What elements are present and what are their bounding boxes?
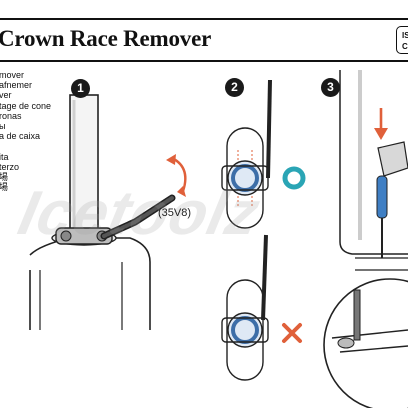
screwdriver-handle-icon	[376, 175, 388, 219]
language-item: 場	[0, 171, 9, 182]
step-1-illustration	[29, 94, 187, 330]
language-item: ronas	[0, 110, 22, 121]
language-item: 場	[0, 182, 9, 193]
arrowhead-icon	[166, 154, 176, 165]
jaw-bolt-icon	[60, 230, 72, 242]
bearing-cup-lines	[355, 257, 408, 271]
language-item: terzo	[0, 161, 20, 172]
language-item: afnemer	[0, 80, 33, 91]
arrowhead-icon	[177, 186, 186, 197]
step-3-illustration	[323, 70, 408, 408]
arrowhead-icon	[374, 128, 388, 140]
step-number-3: 3	[321, 78, 340, 97]
hammer-head-icon	[377, 141, 408, 177]
fork-leg-lines	[39, 262, 123, 330]
language-item: a de caixa	[0, 131, 41, 142]
language-item: mover	[0, 70, 25, 80]
detail-race-lines	[331, 329, 408, 353]
fork-crown-outline	[29, 237, 151, 330]
tool-code-label: (35V8)	[158, 207, 192, 219]
crown-race-ring-icon	[282, 166, 306, 190]
product-code-line-1: IS	[402, 31, 408, 40]
product-code-box: IS C	[396, 26, 408, 54]
remover-handle	[261, 234, 268, 321]
detail-screwdriver-tip	[353, 289, 361, 341]
remover-jaws	[221, 317, 269, 343]
title-bar: Crown Race Remover IS C	[0, 18, 408, 62]
alignment-guides	[237, 150, 253, 206]
language-list: mover afnemer ver tage de cone ronas ы a…	[0, 70, 71, 192]
language-item: ita	[0, 151, 9, 162]
language-item: tage de cone	[0, 100, 52, 111]
language-item: ы	[0, 120, 6, 131]
page-title: Crown Race Remover	[0, 26, 212, 51]
product-code-line-2: C	[402, 42, 408, 51]
handle-grip	[102, 196, 174, 238]
language-item: ver	[0, 90, 12, 101]
step-2-top-view	[221, 79, 306, 229]
detail-magnifier	[323, 278, 408, 408]
remover-handle	[266, 79, 272, 179]
step-number-2: 2	[225, 78, 244, 97]
wrong-mark-icon	[282, 323, 302, 343]
detail-race-edge	[337, 337, 355, 349]
head-tube-outline	[339, 70, 408, 255]
step-number-1: 1	[71, 79, 90, 98]
step-2-wrong-view	[221, 234, 302, 381]
